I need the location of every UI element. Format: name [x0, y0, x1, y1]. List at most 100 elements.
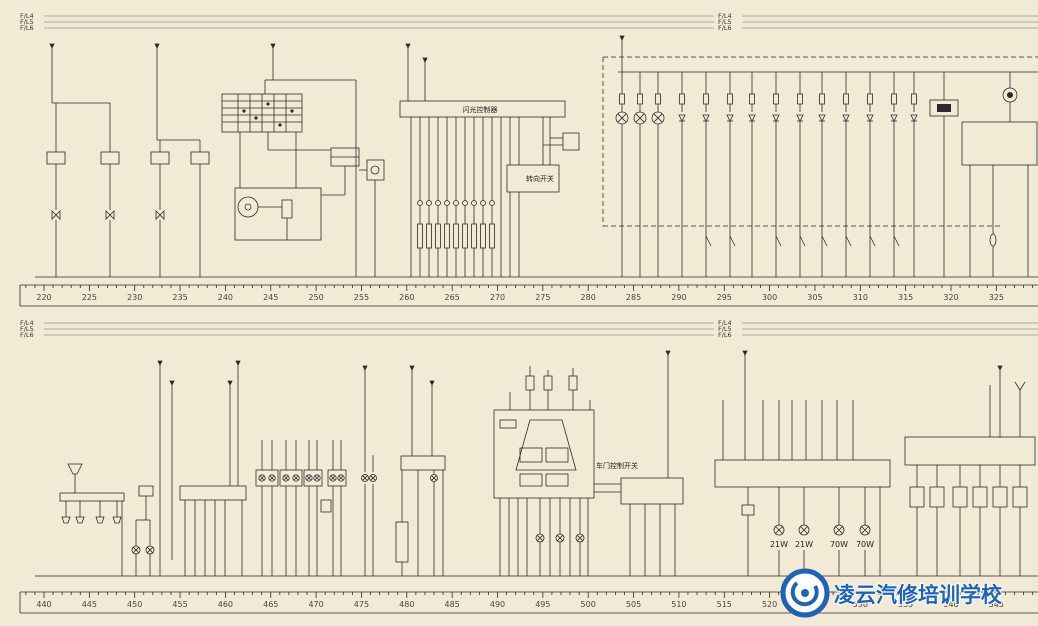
ruler-top-label: 310	[853, 293, 868, 302]
turn-signal-switch-box	[506, 164, 560, 193]
connector-pin	[417, 200, 423, 206]
lamp-cross	[576, 534, 584, 542]
lamp-cross	[861, 526, 869, 534]
ruler-top-label: 325	[989, 293, 1004, 302]
ruler-bottom-label: 480	[399, 600, 414, 609]
ruler-bottom-label: 515	[717, 600, 732, 609]
fl-bus-labels: F/L4 F/L5 F/L6 F/L4 F/L5 F/L6 F/L4 F/L5 …	[20, 12, 732, 339]
fl-label: F/L4	[20, 319, 34, 327]
lamp-rating-labels: 21W 21W 70W 70W	[770, 540, 874, 549]
amplifier-box	[59, 492, 125, 502]
wire-tag	[489, 223, 495, 249]
valve-icon	[51, 210, 61, 220]
ruler-top-label: 245	[263, 293, 278, 302]
lamp-cross	[370, 475, 376, 481]
sensor-icon	[370, 165, 380, 175]
switch-panel	[515, 419, 577, 471]
fl-label: F/L4	[20, 12, 34, 20]
ruler-top-label: 305	[807, 293, 822, 302]
ruler-bottom-label: 485	[445, 600, 460, 609]
ruler-bottom-label: 510	[671, 600, 686, 609]
diode-icon	[726, 114, 734, 122]
diode-icon	[910, 114, 918, 122]
ruler-bottom-label: 440	[36, 600, 51, 609]
ruler-bottom-label: 545	[989, 600, 1004, 609]
door-master-switch-box	[493, 409, 595, 499]
fuse-icon	[911, 93, 917, 105]
ruler-top-label: 235	[172, 293, 187, 302]
table-dot	[242, 109, 246, 113]
antenna-icon	[1014, 381, 1021, 391]
ruler-top-label: 320	[943, 293, 958, 302]
ruler-top-label: 230	[127, 293, 142, 302]
wire-tag	[480, 223, 486, 249]
ruler-top-label: 260	[399, 293, 414, 302]
ruler-top-label: 225	[82, 293, 97, 302]
feed-arrow-icon	[49, 43, 55, 49]
wire-tag	[417, 223, 423, 249]
ruler-bottom-label: 540	[943, 600, 958, 609]
switch-cell	[519, 447, 543, 463]
lamp-cross	[775, 526, 783, 534]
fl-label: F/L6	[718, 24, 732, 32]
lamp-cross	[330, 475, 336, 481]
ruler-bottom-label: 490	[490, 600, 505, 609]
lamp-cross	[283, 475, 289, 481]
door-switch-box	[620, 477, 684, 505]
feed-arrow-icon	[422, 57, 428, 63]
ruler-bottom-label: 505	[626, 600, 641, 609]
switch-cell	[545, 447, 569, 463]
lamp-cross	[293, 475, 299, 481]
fuse-icon	[619, 93, 625, 105]
table-dot	[278, 123, 282, 127]
feed-arrow-icon	[154, 43, 160, 49]
motor-shaft	[244, 203, 252, 211]
controller-box	[400, 455, 446, 471]
ruler-bottom-label: 475	[354, 600, 369, 609]
connector-pin	[426, 200, 432, 206]
fuse-icon	[797, 93, 803, 105]
diode-icon	[702, 114, 710, 122]
blower-assembly	[234, 187, 322, 241]
diode-icon	[866, 114, 874, 122]
fuse-icon	[843, 93, 849, 105]
lamp-rating: 21W	[770, 540, 788, 549]
ruler-top-label: 295	[717, 293, 732, 302]
feed-arrow-icon	[235, 360, 241, 366]
speaker-icon	[95, 516, 105, 524]
relay-box	[320, 499, 332, 513]
flasher-controller-box	[399, 100, 566, 118]
valve-icon	[155, 210, 165, 220]
ruler-top-label: 290	[671, 293, 686, 302]
lamp-cross	[362, 475, 368, 481]
lamp-cross	[617, 113, 627, 123]
logo-center-icon	[801, 589, 809, 597]
body-controller-box	[961, 121, 1038, 166]
fl-label: F/L6	[20, 331, 34, 339]
ruler-bottom-label: 470	[308, 600, 323, 609]
lamp-cross	[338, 475, 344, 481]
lamp-cross	[146, 546, 154, 554]
fl-label: F/L4	[718, 319, 732, 327]
fl-label: F/L5	[20, 325, 34, 333]
ruler-top-label: 285	[626, 293, 641, 302]
ruler-top-label: 315	[898, 293, 913, 302]
switch-contact	[799, 235, 806, 247]
connector-pin	[435, 200, 441, 206]
fuse-icon	[679, 93, 685, 105]
diode-icon	[890, 114, 898, 122]
connector-pin	[462, 200, 468, 206]
ruler-bottom-label: 445	[82, 600, 97, 609]
diode-icon	[796, 114, 804, 122]
feed-arrow-icon	[227, 380, 233, 386]
fuse-icon	[637, 93, 643, 105]
lamp-cluster	[327, 469, 347, 487]
switch-contact	[845, 235, 852, 247]
ruler-top-label: 275	[535, 293, 550, 302]
lamp-cross	[800, 526, 808, 534]
speaker-icon	[61, 516, 71, 524]
switch-contact	[729, 235, 736, 247]
fuse-icon	[749, 93, 755, 105]
fl-label: F/L4	[718, 12, 732, 20]
